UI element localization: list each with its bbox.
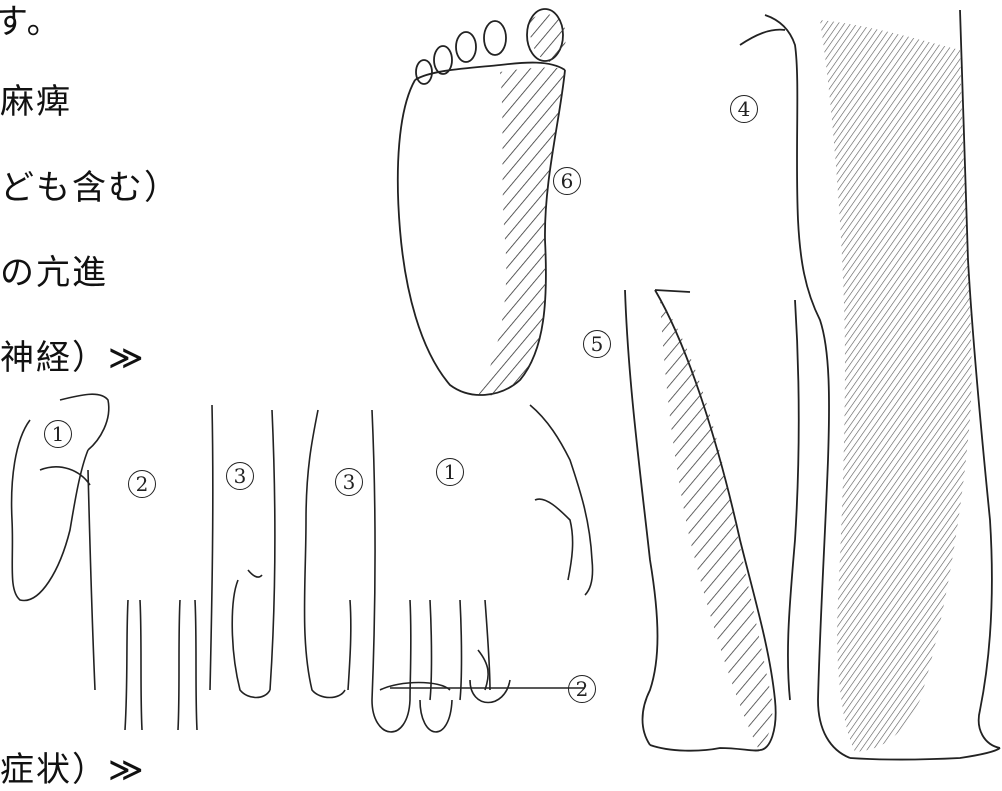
leg-side-hatched-region (820, 20, 972, 752)
anatomy-drawing (0, 0, 1002, 765)
region-label-hand-3a: 3 (226, 462, 254, 490)
region-label-hand-1a: 1 (44, 420, 72, 448)
toe-hatched-region (530, 14, 566, 62)
hand-drawing (12, 394, 593, 732)
region-label-hand-3b: 3 (335, 468, 363, 496)
region-label-leg-side: 4 (730, 95, 758, 123)
leg-front-hatched-region (660, 300, 772, 748)
region-label-hand-1b: 1 (436, 458, 464, 486)
region-label-leg-front: 5 (583, 330, 611, 358)
region-label-hand-2b: 2 (568, 675, 596, 703)
region-label-hand-2a: 2 (128, 470, 156, 498)
foot-sole-hatched-region (478, 67, 565, 396)
region-label-foot-sole: 6 (553, 167, 581, 195)
